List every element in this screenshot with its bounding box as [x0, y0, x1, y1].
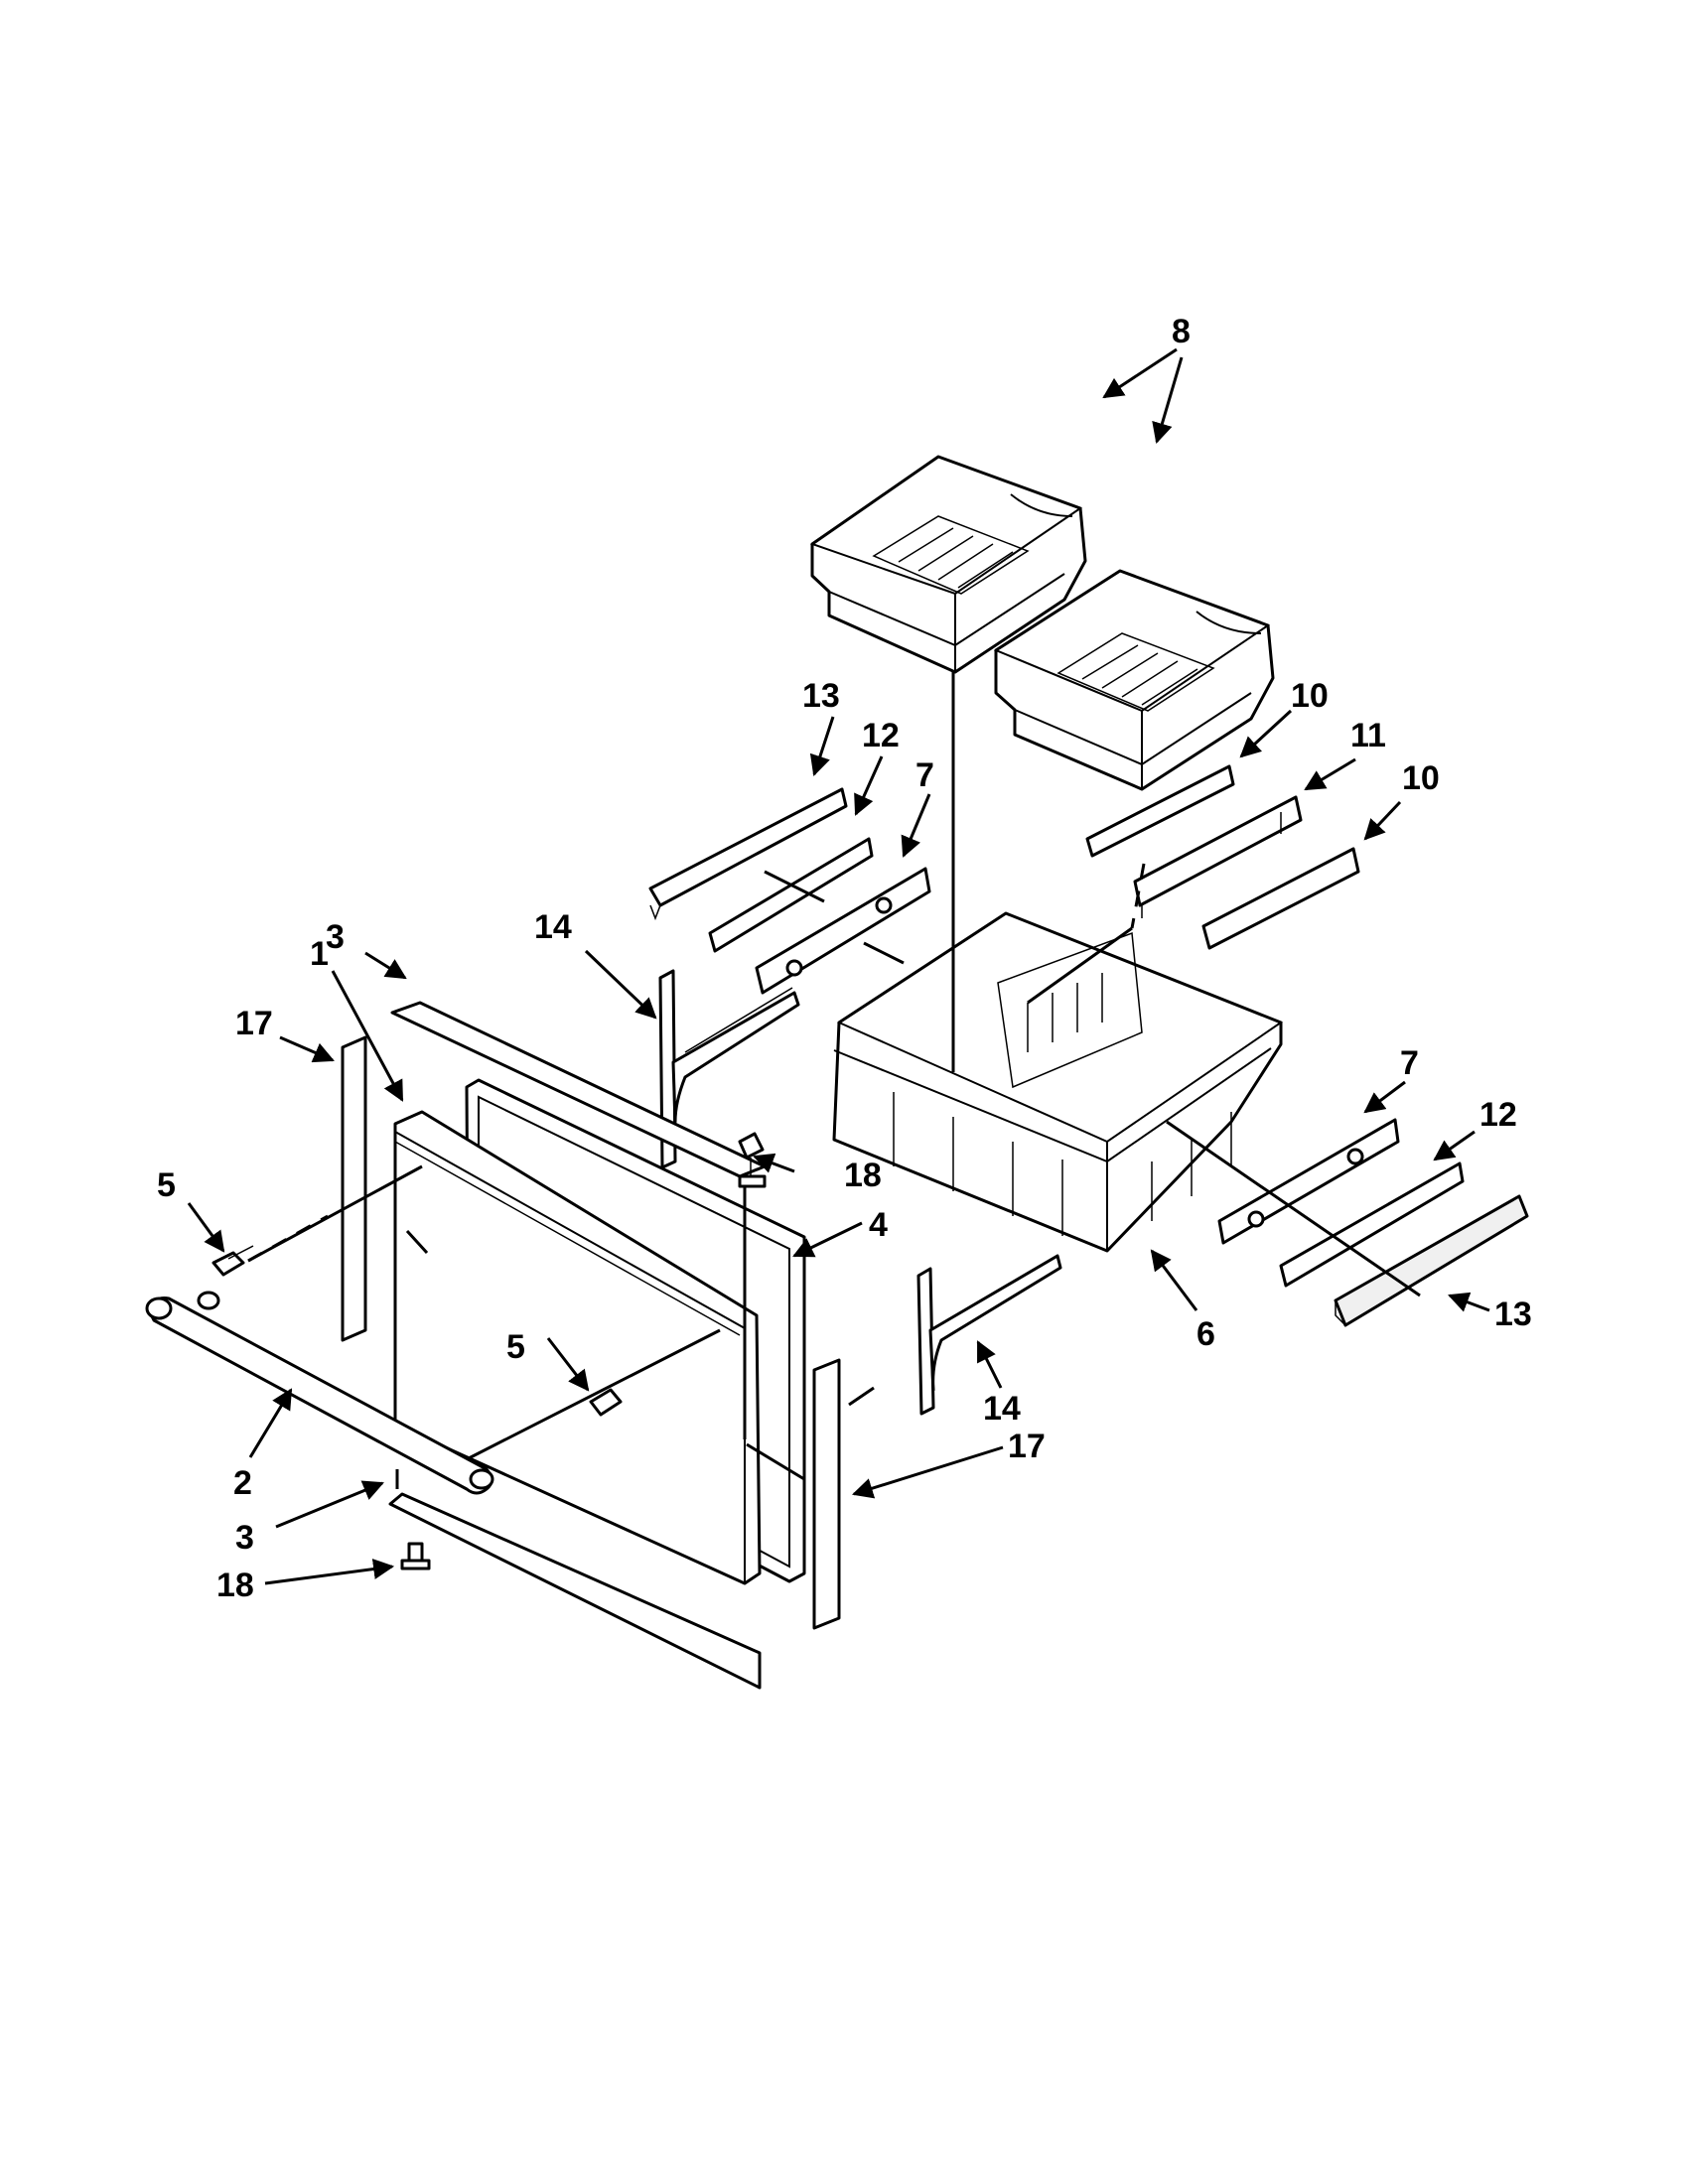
upper-drawer-left: [809, 455, 1087, 674]
screw-5-left: [211, 1245, 254, 1277]
callout-6: 6: [1196, 1315, 1215, 1353]
trim-17-left: [341, 1035, 367, 1342]
main-freezer-basket: [832, 911, 1284, 1253]
assembly-guides: [247, 670, 1421, 1489]
callout-11: 11: [1350, 717, 1386, 754]
screw-18-top: [738, 1132, 767, 1188]
seal-3-bottom: [388, 1492, 762, 1690]
handle-2: [145, 1291, 494, 1495]
leader-lines: [187, 347, 1490, 1585]
callout-10-upper: 10: [1291, 677, 1329, 715]
screw-18-bottom: [400, 1542, 431, 1570]
trim-17-right: [812, 1358, 841, 1630]
rail-12-lower-right: [1279, 1161, 1465, 1288]
callout-13-upper: 13: [802, 677, 840, 715]
callout-3-bottom: 3: [235, 1519, 254, 1557]
callout-labels: 8 13 12 7 10 11 10 7 12 13 6 14 14 3 1 1…: [157, 313, 1532, 1604]
callout-3-top: 3: [326, 918, 345, 956]
callout-17-left: 17: [235, 1005, 273, 1042]
rail-7-upper-left: [755, 867, 931, 995]
rail-10-upper: [1085, 764, 1235, 858]
callout-12-lower: 12: [1479, 1096, 1517, 1134]
callout-2: 2: [233, 1464, 252, 1502]
rail-7-lower-right: [1217, 1118, 1400, 1245]
upper-drawer-right: [993, 569, 1275, 791]
callout-13-lower: 13: [1494, 1296, 1532, 1333]
callout-18-upper: 18: [844, 1157, 882, 1194]
callout-7-upper: 7: [915, 756, 934, 794]
callout-1: 1: [310, 935, 329, 973]
rail-13-upper-left: [648, 787, 848, 921]
callout-5-left: 5: [157, 1166, 176, 1204]
bracket-14-right: [916, 1254, 1062, 1416]
callout-12-upper: 12: [862, 717, 900, 754]
rail-13-lower-right: [1334, 1194, 1529, 1327]
callout-10-lower: 10: [1402, 759, 1440, 797]
callout-14-lower: 14: [983, 1390, 1021, 1428]
callout-17-right: 17: [1008, 1428, 1046, 1465]
callout-8: 8: [1172, 313, 1191, 350]
callout-7-lower: 7: [1400, 1044, 1419, 1082]
callout-5-right: 5: [506, 1328, 525, 1366]
callout-18-lower: 18: [216, 1567, 254, 1604]
callout-14-upper: 14: [534, 908, 572, 946]
rail-10-lower: [1201, 847, 1360, 950]
callout-4: 4: [869, 1206, 888, 1244]
rail-12-upper-left: [708, 837, 874, 953]
screw-5-right: [589, 1388, 623, 1417]
